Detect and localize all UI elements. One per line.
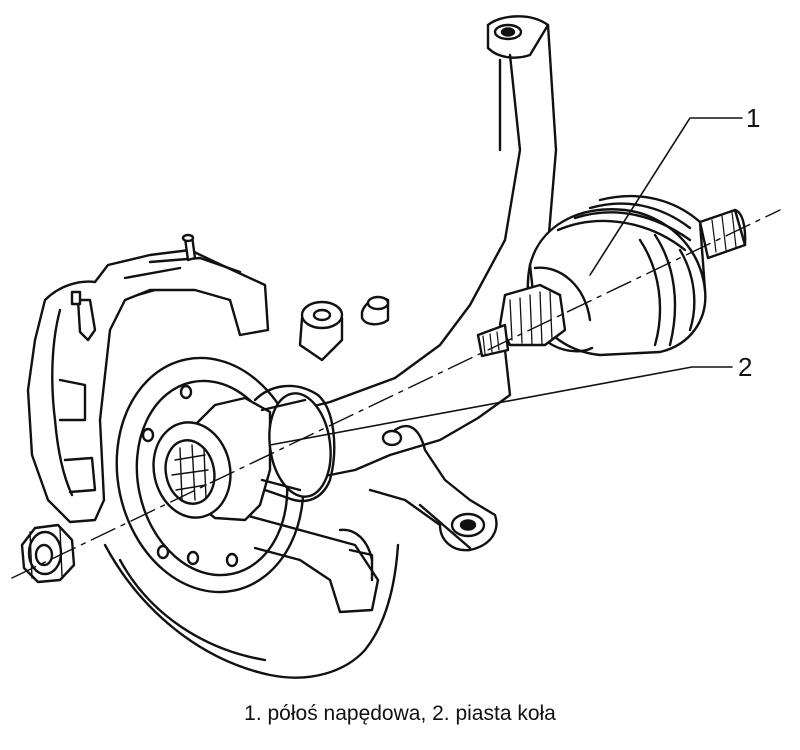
callout-label-2: 2 — [738, 352, 752, 382]
drive-shaft — [476, 194, 747, 358]
figure-caption: 1. półoś napędowa, 2. piasta koła — [244, 702, 556, 725]
leader-line-2 — [269, 366, 733, 446]
leader-line-1 — [589, 117, 743, 276]
wheel-hub — [152, 384, 336, 522]
steering-knuckle — [288, 15, 558, 552]
callout-label-1: 1 — [746, 103, 760, 133]
axle-nut — [20, 523, 76, 584]
suspension-diagram: 1 2 — [11, 15, 781, 679]
center-axis-line — [11, 209, 781, 579]
brake-caliper — [26, 233, 380, 614]
